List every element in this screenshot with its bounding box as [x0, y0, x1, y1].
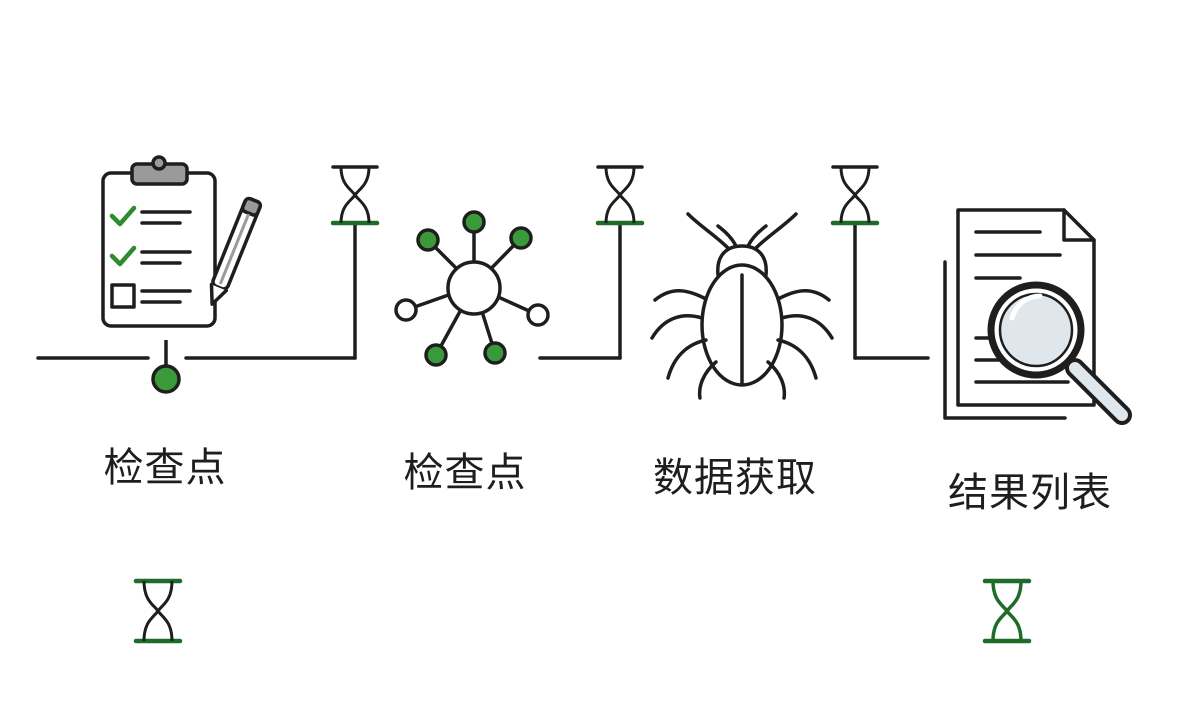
step-label: 检查点: [403, 450, 527, 496]
document-magnifier-icon: [943, 208, 1132, 425]
milestone-dot: [151, 364, 181, 394]
network-nodes-icon: [394, 210, 550, 367]
step-label: 检查点: [103, 445, 227, 491]
hourglass-icon: [595, 165, 645, 226]
step-label: 结果列表: [948, 470, 1112, 516]
hourglass-icon: [982, 578, 1032, 644]
clipboard-checklist-icon: [101, 155, 263, 328]
spider-bug-icon: [650, 212, 834, 400]
hourglass-icon: [830, 165, 880, 226]
step-label: 数据获取: [653, 455, 817, 501]
hourglass-icon: [330, 165, 380, 226]
hourglass-icon: [133, 578, 183, 644]
timeline: [36, 222, 930, 360]
